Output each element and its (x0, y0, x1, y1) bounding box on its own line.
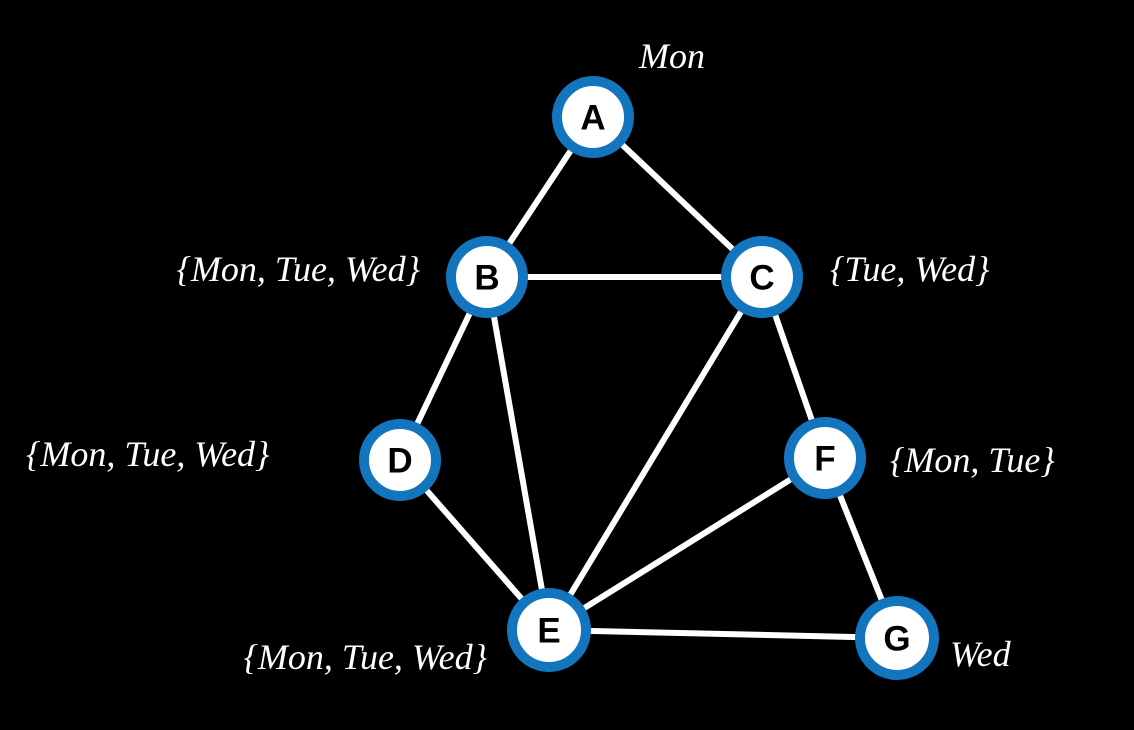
node-c-circle (721, 236, 803, 318)
node-a-letter: A (580, 99, 605, 138)
domain-label-d: {Mon, Tue, Wed} (26, 434, 270, 474)
edge-layer (397, 114, 900, 641)
node-d: D (359, 419, 441, 501)
node-d-letter: D (387, 442, 412, 481)
node-d-circle (359, 419, 441, 501)
domain-label-f: {Mon, Tue} (890, 440, 1055, 480)
node-a: A (552, 76, 634, 158)
node-e: E (507, 588, 591, 672)
node-f: F (784, 417, 866, 499)
node-a-circle (552, 76, 634, 158)
edge-e-f (546, 455, 828, 633)
domain-label-c: {Tue, Wed} (830, 249, 990, 289)
node-c-letter: C (749, 259, 774, 298)
node-f-letter: F (814, 440, 835, 479)
node-b: B (446, 236, 528, 318)
node-c: C (721, 236, 803, 318)
node-g-circle (855, 596, 939, 680)
node-layer: A B C D E F G (359, 76, 939, 680)
node-e-circle (507, 588, 591, 672)
label-layer: Mon {Mon, Tue, Wed} {Tue, Wed} {Mon, Tue… (26, 36, 1055, 677)
node-b-letter: B (474, 259, 499, 298)
node-b-circle (446, 236, 528, 318)
node-g: G (855, 596, 939, 680)
domain-label-e: {Mon, Tue, Wed} (244, 637, 488, 677)
edge-b-e (484, 274, 552, 633)
domain-label-a: Mon (638, 36, 705, 76)
node-f-circle (784, 417, 866, 499)
edge-c-e (546, 274, 765, 633)
domain-label-g: Wed (950, 634, 1012, 674)
node-g-letter: G (883, 620, 910, 659)
domain-label-b: {Mon, Tue, Wed} (177, 249, 421, 289)
edge-e-g (546, 627, 900, 641)
node-e-letter: E (537, 612, 560, 651)
